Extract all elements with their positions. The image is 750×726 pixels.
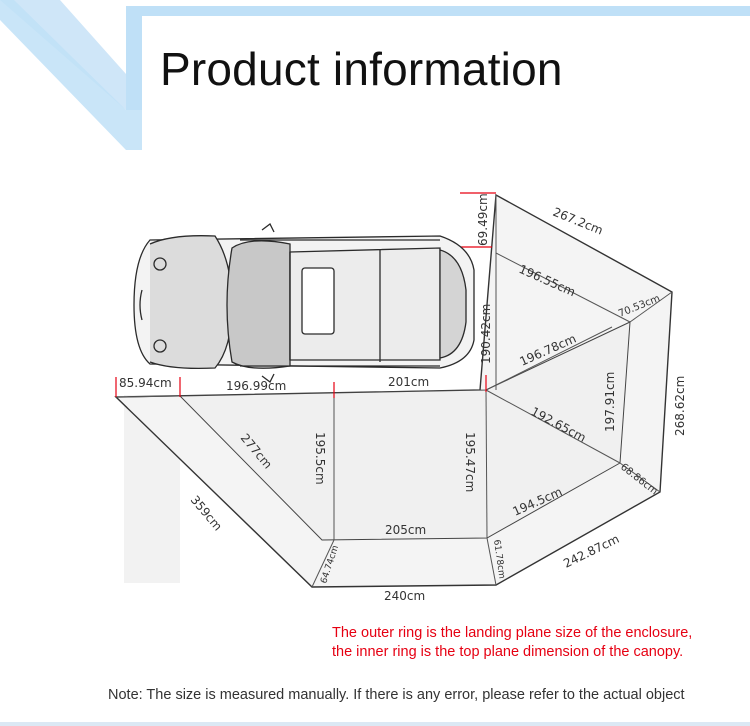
dim-outer-right-height: 268.62cm [673, 376, 687, 436]
dim-inner-top-mid: 201cm [388, 375, 429, 389]
dim-inner-bottom: 205cm [385, 523, 426, 537]
dim-inner-center-height-right: 195.47cm [463, 432, 477, 492]
connector-lines [115, 195, 673, 588]
dim-inner-left-top: 196.99cm [226, 379, 286, 393]
dim-inner-center-height: 195.5cm [313, 432, 327, 485]
measurement-note: Note: The size is measured manually. If … [108, 687, 685, 703]
dim-side-top-height: 69.49cm [476, 193, 490, 246]
car-icon [133, 223, 475, 383]
dim-side-left-height: 190.42cm [479, 304, 493, 364]
page-title: Product information [160, 43, 563, 95]
ring-explanation-line-1: The outer ring is the landing plane size… [332, 625, 693, 641]
footer-divider [0, 722, 750, 726]
dim-outer-left-diag: 359cm [188, 493, 225, 534]
red-markers [115, 192, 496, 398]
header-accent [0, 0, 750, 150]
ring-explanation-line-2: the inner ring is the top plane dimensio… [332, 644, 684, 660]
ring-explanation: The outer ring is the landing plane size… [332, 624, 742, 662]
dim-outer-left-top: 85.94cm [119, 376, 172, 390]
dim-inner-right-height: 197.91cm [603, 372, 617, 432]
dim-outer-bottom: 240cm [384, 589, 425, 603]
